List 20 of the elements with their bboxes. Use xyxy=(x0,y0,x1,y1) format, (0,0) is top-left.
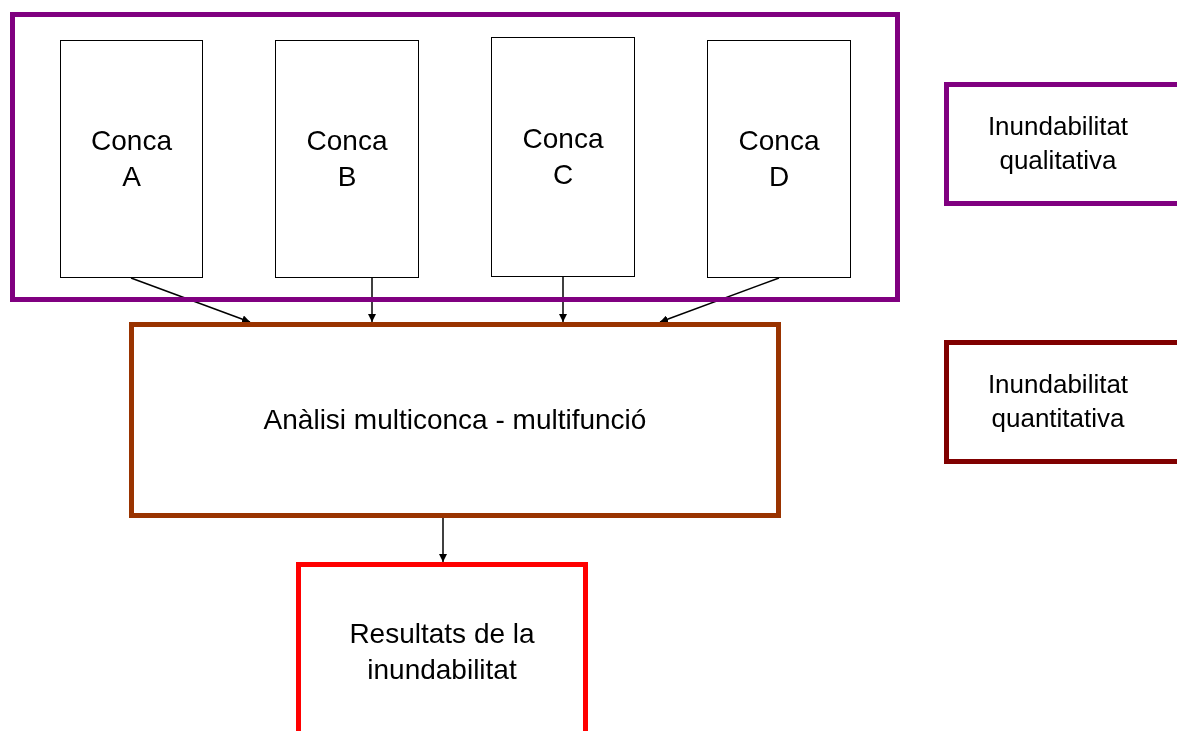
process-box xyxy=(275,40,419,278)
process-box xyxy=(707,40,851,278)
process-box xyxy=(944,82,1177,206)
arrow xyxy=(439,517,447,563)
box-label: Inundabilitat qualitativa xyxy=(986,110,1130,177)
box-label: Conca D xyxy=(737,123,821,194)
arrow xyxy=(559,276,567,323)
process-box xyxy=(129,322,781,518)
process-box xyxy=(944,340,1177,464)
box-label: Conca C xyxy=(521,121,605,192)
process-box xyxy=(296,562,588,731)
process-box xyxy=(491,37,635,277)
arrow xyxy=(368,277,376,323)
box-label: Anàlisi multiconca - multifunció xyxy=(262,402,648,437)
box-label: Conca B xyxy=(305,123,389,194)
process-box xyxy=(60,40,203,278)
box-label: Resultats de la inundabilitat xyxy=(348,616,536,687)
box-label: Inundabilitat quantitativa xyxy=(986,368,1130,435)
group-box xyxy=(10,12,900,302)
box-label: Conca A xyxy=(90,123,173,194)
